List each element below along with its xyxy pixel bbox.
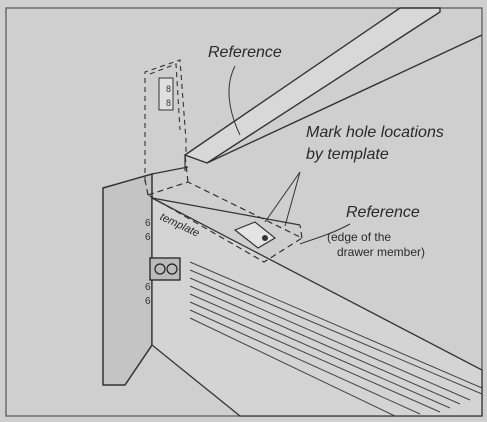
leader-lines	[228, 65, 351, 245]
edge-note-line1: (edge of the	[327, 230, 392, 244]
side-panel-inner-edge	[206, 34, 483, 164]
drawer-member	[151, 196, 483, 417]
front-panel	[102, 173, 153, 386]
svg-text:6: 6	[145, 218, 151, 229]
mark-holes-label-line2: by template	[306, 146, 389, 163]
side-panel-top-edge	[183, 7, 441, 164]
reference-label-top: Reference	[208, 44, 282, 61]
hinge-plate	[158, 77, 174, 111]
svg-text:6: 6	[145, 232, 151, 243]
front-holes: 6 6 6 6	[145, 218, 151, 307]
mark-holes-label-line1: Mark hole locations	[306, 124, 444, 141]
reference-bracket	[144, 59, 187, 182]
template-tab	[233, 221, 277, 249]
hole-marks-mid: 8	[166, 98, 171, 108]
drawer-member-top-edge	[151, 197, 301, 226]
mark-hole	[262, 235, 268, 241]
edge-note-line2: drawer member)	[337, 245, 426, 259]
svg-text:6: 6	[145, 282, 151, 293]
front-panel-top	[151, 166, 189, 175]
latch-screw-right	[166, 263, 178, 275]
hole-marks-top: 8	[166, 84, 171, 94]
template-outline	[144, 154, 304, 263]
reference-label-right: Reference	[346, 204, 420, 221]
drawer-member-ribs	[189, 261, 483, 417]
latch-screw-left	[154, 263, 166, 275]
svg-text:6: 6	[145, 296, 151, 307]
